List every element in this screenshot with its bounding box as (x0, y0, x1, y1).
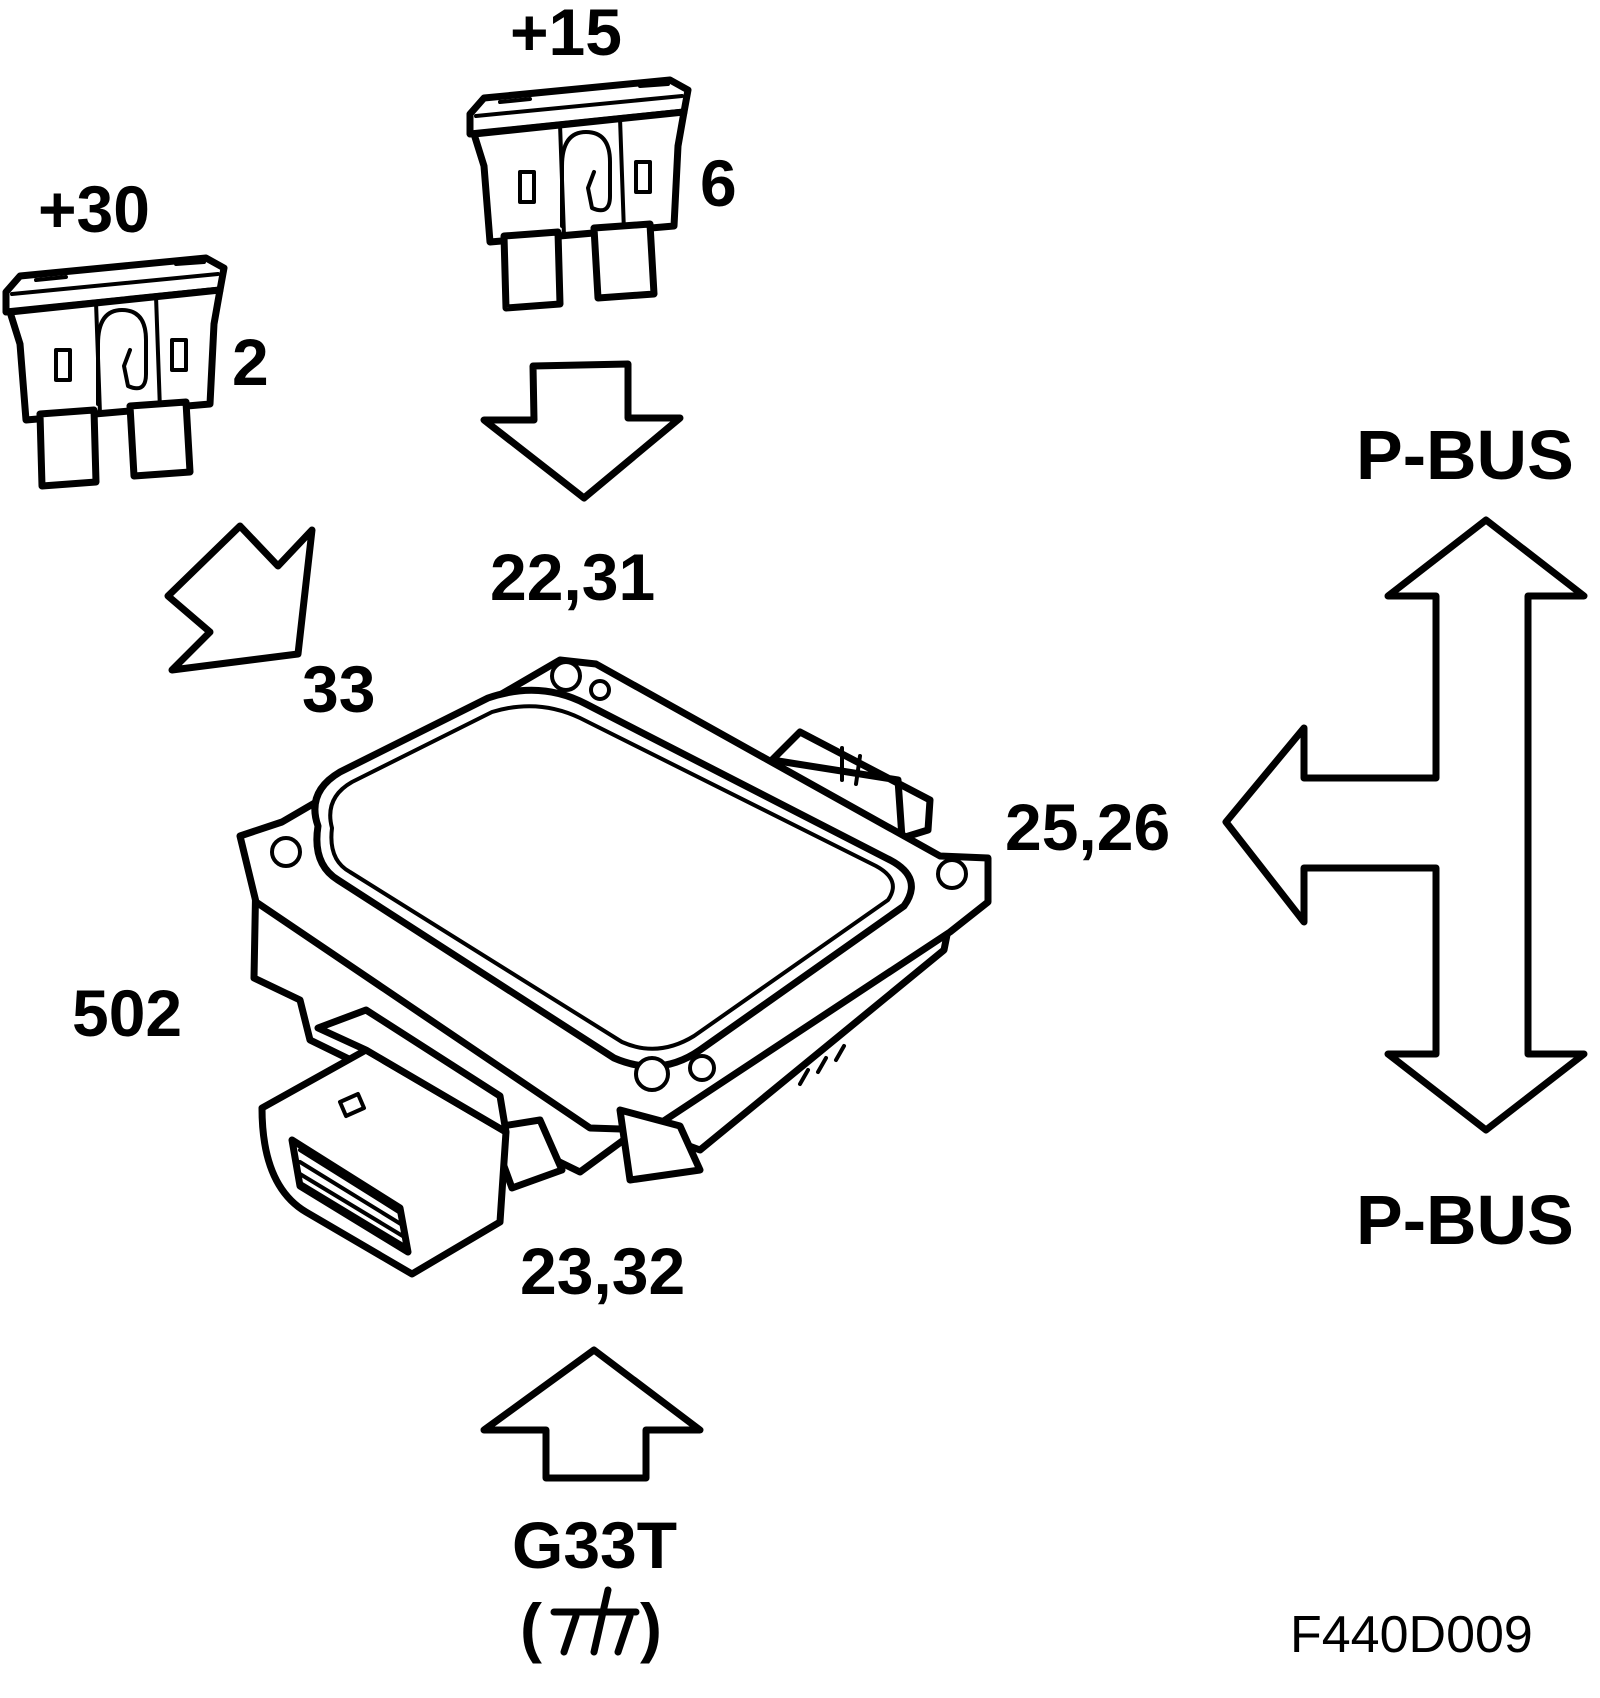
ground-feed-arrow-icon (480, 1346, 704, 1482)
pins-battery-label: 33 (302, 652, 375, 726)
fuse-b-number-label: 6 (700, 146, 737, 220)
pins-bus-label: 25,26 (1005, 790, 1170, 864)
module-number-label: 502 (72, 976, 182, 1050)
control-module-icon (236, 656, 992, 1278)
fuse-b-icon (470, 80, 688, 308)
figure-code-label: F440D009 (1290, 1606, 1533, 1664)
bus-bottom-label: P-BUS (1356, 1181, 1574, 1259)
bus-top-label: P-BUS (1356, 416, 1574, 494)
fuse-a-icon (6, 258, 224, 486)
pins-ground-label: 23,32 (520, 1234, 685, 1308)
ground-symbol-close: ) (640, 1590, 662, 1664)
battery-feed-arrow-icon (164, 522, 316, 674)
fuse-b-supply-label: +15 (510, 0, 622, 69)
ground-symbol-open: ( (520, 1590, 542, 1664)
ground-point-label: G33T (512, 1508, 677, 1582)
bus-connection-arrow-icon (1222, 516, 1588, 1134)
fuse-a-supply-label: +30 (38, 172, 150, 246)
chassis-ground-icon (550, 1586, 640, 1656)
ignition-feed-arrow-icon (480, 360, 684, 502)
fuse-a-number-label: 2 (232, 325, 269, 399)
pins-ignition-label: 22,31 (490, 540, 655, 614)
